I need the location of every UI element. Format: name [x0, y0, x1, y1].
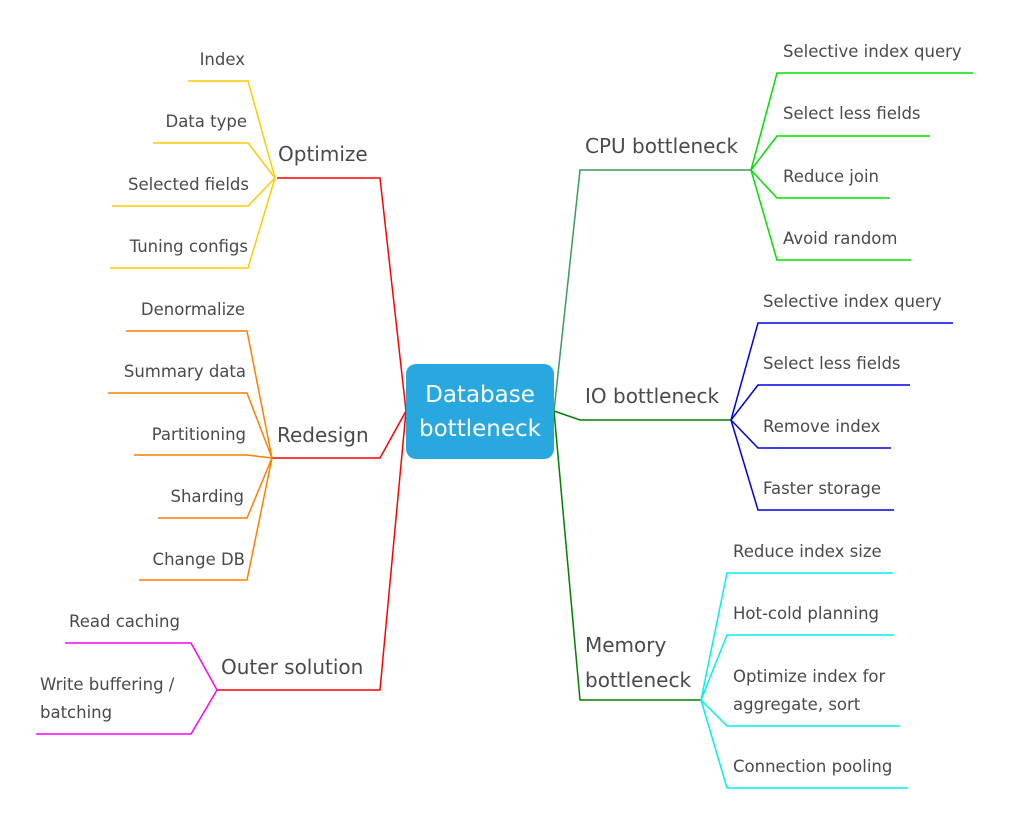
- leaf-write-buffering[interactable]: Write buffering / batching: [40, 671, 174, 727]
- connector-mem-connection-pooling: [700, 699, 908, 789]
- leaf-mem-hot-cold-planning[interactable]: Hot-cold planning: [733, 604, 879, 623]
- leaf-io-remove-index[interactable]: Remove index: [763, 417, 881, 436]
- leaf-selected-fields[interactable]: Selected fields: [128, 175, 249, 194]
- leaf-cpu-reduce-join[interactable]: Reduce join: [783, 167, 879, 186]
- connector-write-buffering: [36, 689, 218, 735]
- connector-redesign: [272, 410, 407, 459]
- connector-denormalize: [126, 330, 273, 459]
- topic-memory-line1: Memory: [585, 633, 667, 657]
- connector-data-type: [153, 142, 276, 179]
- connector-summary-data: [108, 392, 273, 459]
- leaf-mem-optimize-index-line2: aggregate, sort: [733, 695, 861, 714]
- leaf-mem-connection-pooling[interactable]: Connection pooling: [733, 757, 893, 776]
- topic-memory-line2: bottleneck: [585, 668, 692, 692]
- leaf-cpu-avoid-random[interactable]: Avoid random: [783, 229, 898, 248]
- leaf-change-db[interactable]: Change DB: [152, 550, 245, 569]
- connector-sharding: [158, 457, 273, 519]
- leaf-mem-optimize-index-line1: Optimize index for: [733, 667, 886, 686]
- connector-cpu-select-less: [750, 135, 930, 171]
- topic-outer-solution[interactable]: Outer solution: [221, 655, 364, 679]
- connector-mem-reduce-index: [700, 572, 893, 701]
- connector-mem-optimize-index: [700, 699, 900, 727]
- topic-cpu-bottleneck[interactable]: CPU bottleneck: [585, 134, 739, 158]
- leaf-io-faster-storage[interactable]: Faster storage: [763, 479, 882, 498]
- connector-cpu-avoid-random: [750, 169, 911, 261]
- leaf-summary-data[interactable]: Summary data: [123, 362, 246, 381]
- leaf-mem-reduce-index-size[interactable]: Reduce index size: [733, 542, 882, 561]
- connector-cpu: [553, 169, 751, 412]
- connector-io-faster-storage: [730, 419, 894, 511]
- leaf-io-selective-index-query[interactable]: Selective index query: [763, 292, 942, 311]
- connector-partitioning: [134, 454, 273, 459]
- topic-redesign[interactable]: Redesign: [277, 423, 369, 447]
- connector-io: [553, 410, 731, 421]
- connector-io-remove-index: [730, 419, 891, 449]
- connector-cpu-reduce-join: [750, 169, 890, 199]
- leaf-tuning-configs[interactable]: Tuning configs: [129, 237, 248, 256]
- connector-io-select-less: [730, 384, 910, 421]
- connector-index: [188, 80, 276, 179]
- connector-selected-fields: [112, 177, 276, 207]
- leaf-write-buffering-line1: Write buffering /: [40, 675, 175, 694]
- leaf-cpu-select-less-fields[interactable]: Select less fields: [783, 104, 921, 123]
- topic-optimize[interactable]: Optimize: [278, 142, 368, 166]
- leaf-cpu-selective-index-query[interactable]: Selective index query: [783, 42, 962, 61]
- connector-outer: [217, 410, 407, 691]
- leaf-partitioning[interactable]: Partitioning: [151, 425, 246, 444]
- leaf-denormalize[interactable]: Denormalize: [140, 300, 245, 319]
- leaf-write-buffering-line2: batching: [40, 703, 113, 722]
- leaf-data-type[interactable]: Data type: [165, 112, 247, 131]
- leaf-mem-optimize-index[interactable]: Optimize index for aggregate, sort: [733, 663, 885, 719]
- leaf-read-caching[interactable]: Read caching: [69, 612, 180, 631]
- leaf-io-select-less-fields[interactable]: Select less fields: [763, 354, 901, 373]
- topic-io-bottleneck[interactable]: IO bottleneck: [585, 384, 720, 408]
- leaf-sharding[interactable]: Sharding: [170, 487, 244, 506]
- connector-cpu-selective: [750, 72, 973, 171]
- connector-tuning-configs: [110, 177, 276, 269]
- connector-mem-hot-cold: [700, 634, 894, 701]
- connector-io-selective: [730, 322, 953, 421]
- topic-memory-bottleneck[interactable]: Memory bottleneck: [585, 628, 691, 698]
- leaf-index[interactable]: Index: [199, 50, 245, 69]
- connector-memory: [553, 410, 701, 701]
- central-topic-line1: Database: [425, 381, 535, 408]
- connector-read-caching: [65, 642, 218, 691]
- central-topic[interactable]: Database bottleneck: [406, 364, 554, 459]
- connector-optimize: [277, 177, 407, 412]
- central-topic-line2: bottleneck: [419, 415, 541, 442]
- connector-change-db: [139, 457, 273, 581]
